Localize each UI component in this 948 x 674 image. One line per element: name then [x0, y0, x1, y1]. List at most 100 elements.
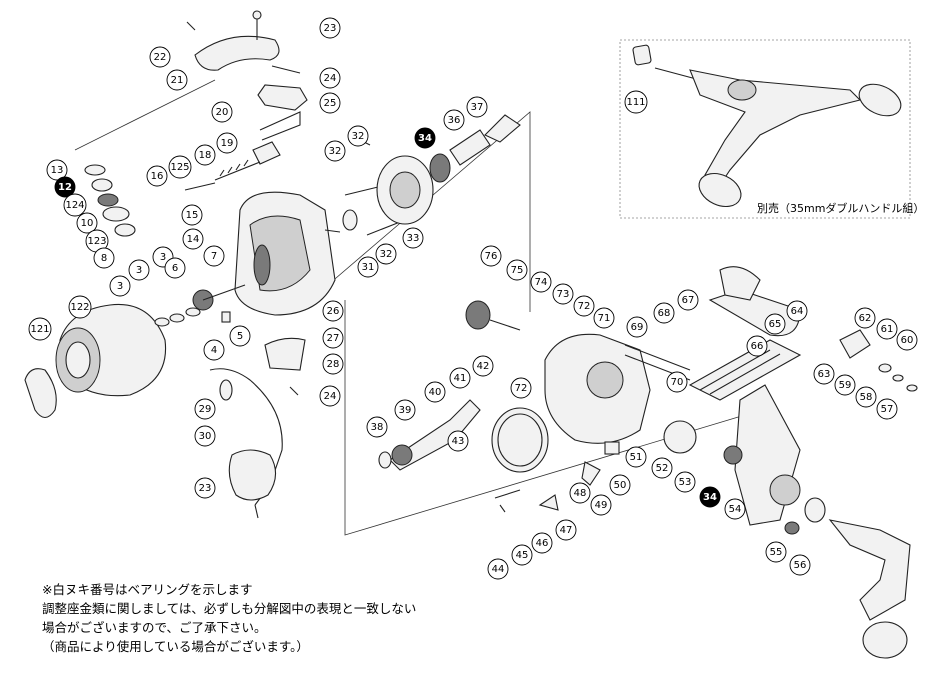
callout-number: 27: [327, 333, 340, 344]
part-callout-121: 121: [28, 317, 52, 341]
callout-number: 57: [881, 404, 894, 415]
callout-number: 70: [671, 377, 684, 388]
callout-circle: [319, 67, 341, 89]
callout-number: 40: [429, 387, 442, 398]
part-callout-19: 19: [216, 132, 238, 154]
part-callout-43: 43: [447, 430, 469, 452]
callout-circle: [366, 416, 388, 438]
callout-circle: [626, 316, 648, 338]
part-callout-32: 32: [375, 243, 397, 265]
callout-circle: [149, 46, 171, 68]
part-callout-55: 55: [765, 541, 787, 563]
callout-circle: [896, 329, 918, 351]
callout-number: 15: [186, 210, 199, 221]
callout-circle: [834, 374, 856, 396]
callout-circle: [63, 193, 87, 217]
callout-circle: [211, 101, 233, 123]
callout-number: 7: [211, 251, 217, 262]
callout-number: 3: [117, 281, 123, 292]
callout-number: 5: [237, 331, 243, 342]
rotor-body: [234, 191, 341, 316]
callout-number: 34: [703, 492, 717, 503]
callout-circle: [164, 257, 186, 279]
callout-circle: [68, 295, 92, 319]
reel-body: [378, 266, 918, 659]
part-callout-53: 53: [674, 471, 696, 493]
optional-part-label: 別売（35mmダブルハンドル組）: [757, 202, 925, 215]
part-callout-16: 16: [146, 165, 168, 187]
callout-number: 20: [216, 107, 229, 118]
pinion-gear-parts: [342, 114, 521, 236]
callout-circle: [789, 554, 811, 576]
part-callout-28: 28: [322, 353, 344, 375]
callout-number: 125: [170, 162, 189, 173]
callout-circle: [181, 204, 203, 226]
callout-circle: [653, 302, 675, 324]
optional-double-handle-illustration: [632, 44, 902, 208]
part-callout-61: 61: [876, 318, 898, 340]
part-callout-41: 41: [449, 367, 471, 389]
part-callout-33: 33: [402, 227, 424, 249]
callout-circle: [319, 92, 341, 114]
callout-circle: [876, 318, 898, 340]
part-callout-63: 63: [813, 363, 835, 385]
callout-circle: [443, 109, 465, 131]
callout-circle: [216, 132, 238, 154]
callout-number: 33: [407, 233, 420, 244]
callout-circle: [319, 17, 341, 39]
part-callout-73: 73: [552, 283, 574, 305]
callout-circle: [472, 355, 494, 377]
part-callout-36: 36: [443, 109, 465, 131]
callout-circle: [511, 544, 533, 566]
callout-circle: [530, 271, 552, 293]
callout-circle: [449, 367, 471, 389]
part-callout-3: 3: [128, 259, 150, 281]
callout-circle: [28, 317, 52, 341]
part-callout-3: 3: [109, 275, 131, 297]
callout-number: 16: [151, 171, 164, 182]
callout-number: 21: [171, 75, 184, 86]
callout-circle: [552, 283, 574, 305]
callout-number: 36: [448, 115, 461, 126]
part-callout-20: 20: [211, 101, 233, 123]
callout-circle: [531, 532, 553, 554]
part-callout-26: 26: [322, 300, 344, 322]
callout-circle: [765, 541, 787, 563]
callout-circle: [813, 363, 835, 385]
callout-number: 26: [327, 306, 340, 317]
part-callout-72: 72: [573, 295, 595, 317]
part-callout-57: 57: [876, 398, 898, 420]
part-callout-50: 50: [609, 474, 631, 496]
part-callout-4: 4: [203, 339, 225, 361]
callout-circle: [677, 289, 699, 311]
callout-circle: [506, 259, 528, 281]
callout-circle: [203, 339, 225, 361]
callout-circle: [624, 90, 648, 114]
callout-number: 49: [595, 500, 608, 511]
callout-circle: [746, 335, 768, 357]
part-callout-27: 27: [322, 327, 344, 349]
callout-circle: [414, 127, 436, 149]
callout-number: 8: [101, 253, 107, 264]
part-callout-38: 38: [366, 416, 388, 438]
callout-circle: [651, 457, 673, 479]
callout-number: 66: [751, 341, 764, 352]
part-callout-125: 125: [168, 155, 192, 179]
callout-number: 52: [656, 463, 669, 474]
part-callout-32: 32: [347, 125, 369, 147]
callout-circle: [347, 125, 369, 147]
callout-circle: [166, 69, 188, 91]
callout-circle: [322, 300, 344, 322]
callout-number: 54: [729, 504, 742, 515]
callout-number: 69: [631, 322, 644, 333]
part-callout-74: 74: [530, 271, 552, 293]
callout-number: 6: [172, 263, 178, 274]
callout-circle: [593, 307, 615, 329]
part-callout-32: 32: [324, 140, 346, 162]
callout-number: 38: [371, 422, 384, 433]
part-callout-59: 59: [834, 374, 856, 396]
callout-number: 12: [58, 182, 72, 193]
part-callout-10: 10: [76, 212, 98, 234]
